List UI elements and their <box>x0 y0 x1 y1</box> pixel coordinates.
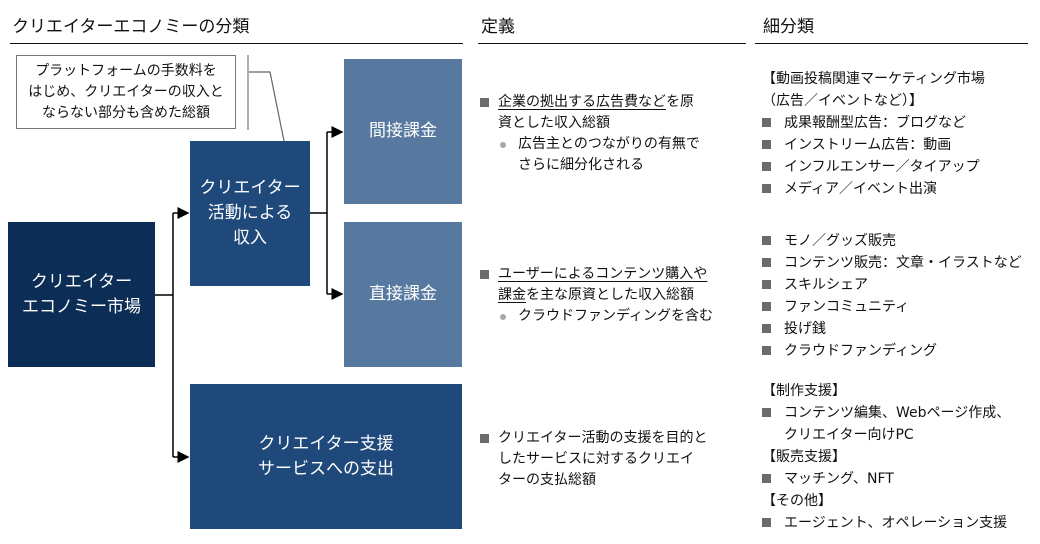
subclass-support: 【制作支援】 コンテンツ編集、Webページ作成、 クリエイター向けPC 【販売支… <box>762 380 1037 534</box>
box-label: クリエイター 活動による 収入 <box>199 178 301 248</box>
square-bullet-icon <box>762 258 771 267</box>
square-bullet-icon <box>762 474 771 483</box>
definition-underlined: 企業の拠出する広告費など <box>498 94 666 110</box>
definition-indirect: 企業の拠出する広告費などを原 資とした収入総額 広告主とのつながりの有無で さら… <box>480 92 745 176</box>
square-bullet-icon <box>762 346 771 355</box>
definition-text: 資とした収入総額 <box>498 115 610 131</box>
list-item: インフルエンサー／タイアップ <box>762 156 1037 178</box>
callout-text: プラットフォームの手数料を はじめ、クリエイターの収入と ならない部分も含めた総… <box>28 62 224 121</box>
square-bullet-icon <box>762 518 771 527</box>
definition-subnote: クラウドファンディングを含む <box>518 308 714 324</box>
list-item: コンテンツ編集、Webページ作成、 クリエイター向けPC <box>762 402 1037 446</box>
square-bullet-icon <box>762 302 771 311</box>
definition-support: クリエイター活動の支援を目的と したサービスに対するクリエイ ターの支払総額 <box>480 428 745 491</box>
direct-billing-box: 直接課金 <box>344 222 462 367</box>
list-item: スキルシェア <box>762 274 1037 296</box>
square-bullet-icon <box>480 98 489 107</box>
definition-subnote: 広告主とのつながりの有無で さらに細分化される <box>518 136 700 173</box>
subclass-heading: 【その他】 <box>762 493 832 509</box>
definition-underlined: 課金 <box>498 287 526 303</box>
list-item: 投げ銭 <box>762 318 1037 340</box>
square-bullet-icon <box>762 140 771 149</box>
list-item: メディア／イベント出演 <box>762 178 1037 200</box>
list-item: コンテンツ販売：文章・イラストなど <box>762 252 1037 274</box>
square-bullet-icon <box>762 118 771 127</box>
square-bullet-icon <box>762 324 771 333</box>
classification-header: クリエイターエコノミーの分類 <box>12 17 250 37</box>
definition-text: クリエイター活動の支援を目的と したサービスに対するクリエイ ターの支払総額 <box>498 430 708 488</box>
platform-fee-callout: プラットフォームの手数料を はじめ、クリエイターの収入と ならない部分も含めた総… <box>16 55 236 129</box>
dot-bullet-icon <box>500 314 506 320</box>
square-bullet-icon <box>480 270 489 279</box>
list-item: ファンコミュニティ <box>762 296 1037 318</box>
box-label: 直接課金 <box>369 284 437 304</box>
square-bullet-icon <box>480 434 489 443</box>
definition-direct: ユーザーによるコンテンツ購入や 課金を主な原資とした収入総額 クラウドファンディ… <box>480 264 745 327</box>
list-item: 成果報酬型広告：ブログなど <box>762 112 1037 134</box>
square-bullet-icon <box>762 280 771 289</box>
box-label: クリエイター支援 サービスへの支出 <box>258 433 394 479</box>
indirect-billing-box: 間接課金 <box>344 59 462 204</box>
support-spending-box: クリエイター支援 サービスへの支出 <box>190 384 462 529</box>
subclassification-header: 細分類 <box>763 17 814 37</box>
definition-text: を主な原資とした収入総額 <box>526 287 694 303</box>
definition-text: を原 <box>666 94 694 110</box>
subclass-direct: モノ／グッズ販売 コンテンツ販売：文章・イラストなど スキルシェア ファンコミュ… <box>762 230 1037 362</box>
header-divider <box>755 43 1028 44</box>
activity-income-box: クリエイター 活動による 収入 <box>190 141 310 286</box>
square-bullet-icon <box>762 162 771 171</box>
dot-bullet-icon <box>500 142 506 148</box>
subclass-heading: 【販売支援】 <box>762 449 846 465</box>
box-label: クリエイター エコノミー市場 <box>22 271 141 317</box>
list-item: インストリーム広告：動画 <box>762 134 1037 156</box>
square-bullet-icon <box>762 184 771 193</box>
list-item: クラウドファンディング <box>762 340 1037 362</box>
header-divider <box>10 43 463 44</box>
box-label: 間接課金 <box>369 121 437 141</box>
list-item: エージェント、オペレーション支援 <box>762 512 1037 534</box>
subclass-indirect: 【動画投稿関連マーケティング市場 （広告／イベントなど）】 成果報酬型広告：ブロ… <box>762 68 1037 200</box>
list-item: モノ／グッズ販売 <box>762 230 1037 252</box>
square-bullet-icon <box>762 408 771 417</box>
definition-header: 定義 <box>481 17 515 37</box>
subclass-heading: 【動画投稿関連マーケティング市場 （広告／イベントなど）】 <box>762 71 985 109</box>
creator-economy-market-box: クリエイター エコノミー市場 <box>8 222 155 367</box>
list-item: マッチング、NFT <box>762 468 1037 490</box>
header-divider <box>478 43 746 44</box>
subclass-heading: 【制作支援】 <box>762 383 846 399</box>
square-bullet-icon <box>762 236 771 245</box>
definition-underlined: ユーザーによるコンテンツ購入や <box>498 266 708 282</box>
